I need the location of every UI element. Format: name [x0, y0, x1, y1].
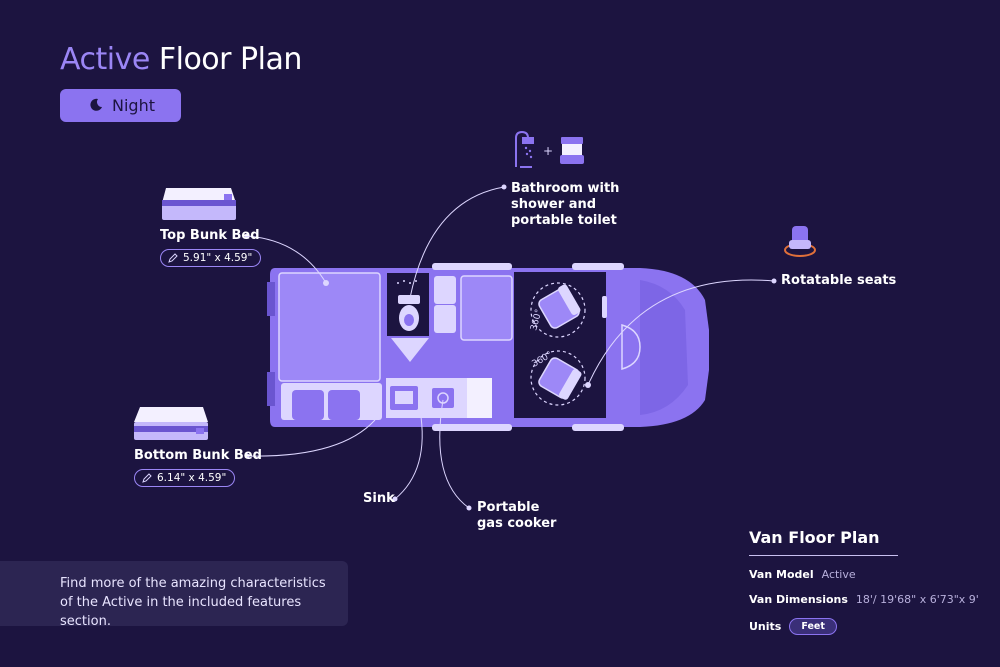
night-mode-label: Night [112, 96, 155, 115]
bathroom-label-line1: Bathroom with [511, 181, 620, 196]
cooker-icon [432, 388, 454, 408]
plus-icon: + [543, 144, 553, 158]
rotatable-seat-bottom [530, 350, 586, 406]
bottom-bunk-dimensions-value: 6.14" x 4.59" [157, 472, 227, 484]
page-title-accent: Active [60, 42, 150, 77]
moon-icon [90, 98, 102, 111]
bottom-bunk-dimensions: 6.14" x 4.59" [134, 469, 236, 487]
callout-dots [244, 184, 777, 511]
page-title-rest: Floor Plan [158, 42, 303, 77]
cooker-label-line1: Portable [477, 500, 540, 515]
top-bunk-label: Top Bunk Bed [160, 228, 260, 243]
features-note-line1: Find more of the amazing characteristics [60, 576, 326, 591]
page-title: Active Floor Plan [60, 42, 302, 77]
bathroom-label-line2: shower and [511, 197, 597, 212]
shower-drops-icon [524, 146, 533, 159]
spec-row-dimensions: Van Dimensions 18'/ 19'68" x 6'73"x 9' [749, 593, 989, 606]
cooker-label: Portable gas cooker [477, 500, 556, 532]
features-note-line2: of the Active in the included features s… [60, 595, 302, 629]
spec-panel: Van Floor Plan Van Model Active Van Dime… [749, 528, 989, 635]
top-bunk-dimensions-value: 5.91" x 4.59" [183, 252, 253, 264]
pencil-icon [142, 473, 152, 483]
cooker-label-line2: gas cooker [477, 516, 557, 531]
bottom-bunk-bed-icon [134, 407, 208, 440]
shower-icon [515, 130, 534, 168]
night-mode-toggle[interactable]: Night [60, 89, 181, 122]
units-toggle[interactable]: Feet [789, 618, 837, 635]
bathroom-label: Bathroom with shower and portable toilet [511, 181, 619, 229]
top-bunk-bed-icon [162, 188, 236, 220]
rotatable-seat-icon [784, 226, 816, 257]
spec-heading: Van Floor Plan [749, 528, 898, 556]
sink-label: Sink [363, 491, 395, 506]
spec-row-units: Units Feet [749, 618, 989, 635]
callout-lines [246, 186, 775, 509]
shower-tray [391, 338, 429, 362]
spec-row-model: Van Model Active [749, 568, 989, 581]
rotatable-seats-label: Rotatable seats [781, 273, 897, 288]
bathroom-label-line3: portable toilet [511, 213, 617, 228]
spec-dimensions-value: 18'/ 19'68" x 6'73"x 9' [855, 593, 979, 606]
portable-toilet-icon [560, 137, 584, 164]
spec-model-label: Van Model [749, 568, 814, 581]
spec-dimensions-label: Van Dimensions [749, 593, 848, 606]
bunk-bed-mattress [278, 272, 381, 382]
bottom-bunk-label: Bottom Bunk Bed [134, 448, 262, 463]
spec-model-value: Active [821, 568, 856, 581]
spec-units-label: Units [749, 620, 782, 633]
rotatable-seat-top [530, 282, 586, 338]
features-note: Find more of the amazing characteristics… [0, 561, 348, 629]
table [460, 275, 513, 341]
top-bunk-dimensions: 5.91" x 4.59" [160, 249, 262, 267]
pencil-icon [168, 253, 178, 263]
